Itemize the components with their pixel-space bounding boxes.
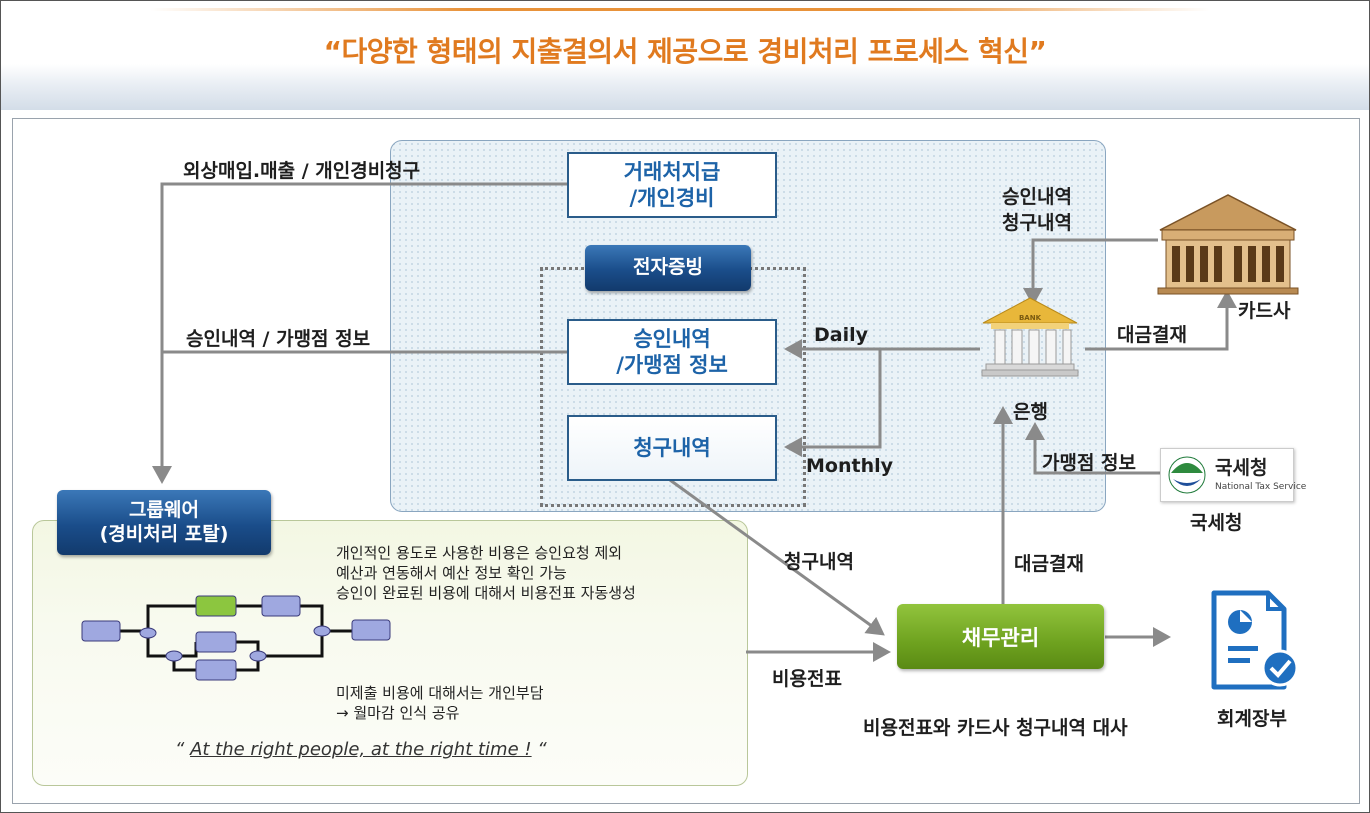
bank-sign-text: BANK (1019, 314, 1042, 322)
header-accent-line (150, 8, 1210, 11)
label-mid-left: 승인내역 / 가맹점 정보 (186, 328, 371, 350)
label-nts: 국세청 (1190, 512, 1243, 534)
label-bank-top-line2: 청구내역 (1002, 212, 1072, 234)
label-settlement-top: 대금결재 (1117, 324, 1187, 346)
evidence-label: 전자증빙 (633, 256, 703, 279)
note-line: 개인적인 용도로 사용한 비용은 승인요청 제외 (336, 544, 623, 562)
header-band (1, 8, 1369, 110)
groupware-line1: 그룹웨어 (129, 498, 199, 521)
nts-logo-korean: 국세청 (1215, 457, 1268, 479)
quote-close: “ (537, 739, 547, 760)
notes-block-1: 개인적인 용도로 사용한 비용은 승인요청 제외 예산과 연동해서 예산 정보 … (336, 543, 636, 603)
nts-logo-english: National Tax Service (1215, 482, 1307, 492)
note-line: → 월마감 인식 공유 (336, 704, 460, 722)
arrow-to-groupware (152, 182, 568, 484)
quote-open: “ (175, 739, 185, 760)
note-line: 예산과 연동해서 예산 정보 확인 가능 (336, 564, 567, 582)
note-line: 승인이 완료된 비용에 대해서 비용전표 자동생성 (336, 584, 636, 602)
groupware-panel (32, 520, 748, 786)
label-monthly: Monthly (806, 455, 893, 477)
arrow-monthly (784, 349, 882, 457)
arrow-card-to-bank (1023, 238, 1158, 306)
groupware-badge: 그룹웨어 (경비처리 포탈) (57, 490, 271, 555)
label-settlement-bottom: 대금결재 (1014, 553, 1084, 575)
billing-box: 청구내역 (567, 415, 777, 481)
label-card-company: 카드사 (1238, 300, 1291, 322)
quote-text: At the right people, at the right time ! (190, 739, 532, 760)
nts-emblem-icon (1168, 456, 1206, 494)
label-bank: 은행 (1013, 401, 1048, 423)
arrow-nts-to-bank (1025, 422, 1160, 475)
nts-logo: 국세청 National Tax Service (1160, 448, 1306, 502)
vendor-payment-line1: 거래처지급 (623, 159, 721, 184)
approval-info-line2: /가맹점 정보 (616, 353, 728, 377)
label-daily: Daily (814, 324, 869, 346)
diagram-frame (12, 118, 1360, 804)
debt-management-box: 채무관리 (897, 604, 1104, 669)
debt-management-label: 채무관리 (961, 625, 1040, 650)
label-bank-top-line1: 승인내역 (1002, 186, 1072, 208)
label-bank-top: 승인내역 청구내역 (1002, 184, 1072, 236)
label-expense-slip: 비용전표 (772, 668, 842, 690)
groupware-line2: (경비처리 포탈) (99, 522, 229, 545)
evidence-badge: 전자증빙 (585, 245, 751, 291)
approval-info-line1: 승인내역 (633, 326, 711, 351)
vendor-payment-box: 거래처지급 /개인경비 (567, 152, 777, 218)
arrow-billing-to-debt (669, 478, 885, 636)
label-ledger: 회계장부 (1217, 708, 1287, 730)
label-merchant-info: 가맹점 정보 (1042, 452, 1137, 474)
label-billing-flow: 청구내역 (784, 551, 854, 573)
vendor-payment-line2: /개인경비 (629, 186, 715, 210)
arrow-bank-to-card (1085, 290, 1237, 351)
slogan-quote: “ At the right people, at the right time… (175, 739, 547, 760)
page-title: “다양한 형태의 지출결의서 제공으로 경비처리 프로세스 혁신” (323, 35, 1047, 68)
notes-block-2: 미제출 비용에 대해서는 개인부담 → 월마감 인식 공유 (336, 683, 544, 723)
label-reconcile: 비용전표와 카드사 청구내역 대사 (863, 717, 1128, 739)
label-top-left: 외상매입.매출 / 개인경비청구 (183, 160, 421, 182)
billing-label: 청구내역 (633, 435, 711, 460)
note-line: 미제출 비용에 대해서는 개인부담 (336, 684, 544, 702)
approval-info-box: 승인내역 /가맹점 정보 (567, 319, 777, 385)
